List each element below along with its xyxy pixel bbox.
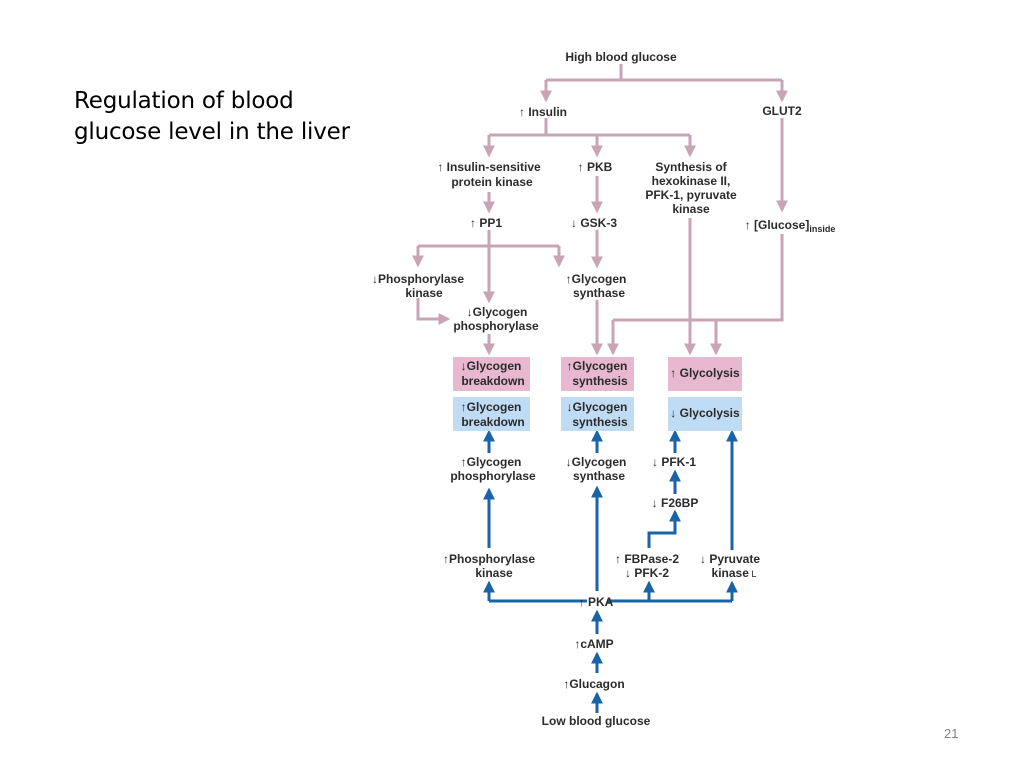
- pink-glycolysis-label: ↑ Glycolysis: [670, 366, 740, 380]
- up-arrow-icon: ↑: [578, 160, 584, 174]
- blue-box-glycolysis: [668, 397, 742, 431]
- glucagon-pathway-arrows: [483, 429, 738, 713]
- high-glucose-split-line: [546, 64, 782, 82]
- up-arrow-icon: ↑: [519, 105, 525, 119]
- down-arrow-icon: ↓: [571, 216, 577, 230]
- low-blood-glucose-label: Low blood glucose: [542, 714, 651, 728]
- up-arrow-icon: ↑: [745, 218, 751, 232]
- up-arrow-icon: ↑: [437, 160, 443, 174]
- insulin-split-line: [489, 118, 690, 137]
- pp1-label: ↑ PP1: [470, 216, 502, 230]
- up-arrow-icon: ↑: [574, 637, 580, 651]
- down-arrow-icon: ↓: [567, 400, 573, 414]
- down-arrow-icon: ↓: [670, 406, 676, 420]
- pink-result-boxes: [453, 357, 742, 391]
- glucagon-label: ↑Glucagon: [563, 677, 624, 691]
- page-number: 21: [944, 726, 959, 741]
- blue-result-boxes: [453, 397, 742, 431]
- glucose-inside-branch-line: [613, 234, 784, 322]
- blue-box-glycogen-synthesis: [561, 397, 634, 431]
- pfk1-label: ↓ PFK-1: [652, 455, 696, 469]
- down-arrow-icon: ↓: [566, 455, 572, 469]
- up-arrow-icon: ↑: [566, 272, 572, 286]
- pink-box-glycogen-synthesis: [561, 357, 634, 391]
- gsk3-label: ↓ GSK-3: [571, 216, 617, 230]
- fbpase2-pfk2-label: ↑ FBPase-2↓ PFK-2: [615, 552, 679, 580]
- down-arrow-icon: ↓: [700, 552, 706, 566]
- pink-box-glycolysis: [668, 357, 742, 391]
- high-blood-glucose-label: High blood glucose: [565, 50, 677, 64]
- down-arrow-icon: ↓: [461, 359, 467, 373]
- pink-box-glycogen-breakdown: [453, 357, 530, 391]
- up-arrow-icon: ↑: [670, 366, 676, 380]
- up-arrow-icon: ↑: [461, 400, 467, 414]
- up-arrow-icon: ↑: [567, 359, 573, 373]
- up-arrow-icon: ↑: [563, 677, 569, 691]
- blue-box-glycogen-breakdown: [453, 397, 530, 431]
- pkb-label: ↑ PKB: [578, 160, 613, 174]
- down-arrow-icon: ↓: [652, 455, 658, 469]
- slide-title: Regulation of blood glucose level in the…: [74, 88, 350, 145]
- up-arrow-icon: ↑: [615, 552, 621, 566]
- f26bp-label: ↓ F26BP: [652, 496, 699, 510]
- pka-label: ↑ PKA: [579, 595, 614, 609]
- insulin-label: ↑ Insulin: [519, 105, 567, 119]
- up-arrow-icon: ↑: [470, 216, 476, 230]
- down-arrow-icon: ↓: [625, 566, 631, 580]
- arrow-fbpase2-to-f26bp: [647, 509, 681, 548]
- glut2-label: GLUT2: [762, 104, 802, 118]
- pp1-split-line: [418, 230, 559, 248]
- up-arrow-icon: ↑: [461, 455, 467, 469]
- insulin-pathway-arrows: [412, 64, 788, 356]
- glucose-inside-label: ↑ [Glucose]inside: [745, 218, 836, 234]
- down-arrow-icon: ↓: [652, 496, 658, 510]
- up-arrow-icon: ↑: [443, 552, 449, 566]
- up-arrow-icon: ↑: [579, 595, 585, 609]
- blue-glycolysis-label: ↓ Glycolysis: [670, 406, 740, 420]
- down-arrow-icon: ↓: [467, 305, 473, 319]
- camp-label: ↑cAMP: [574, 637, 613, 651]
- down-arrow-icon: ↓: [372, 272, 378, 286]
- arrow-phosphorylase-kinase-to-phosphorylase: [416, 298, 451, 325]
